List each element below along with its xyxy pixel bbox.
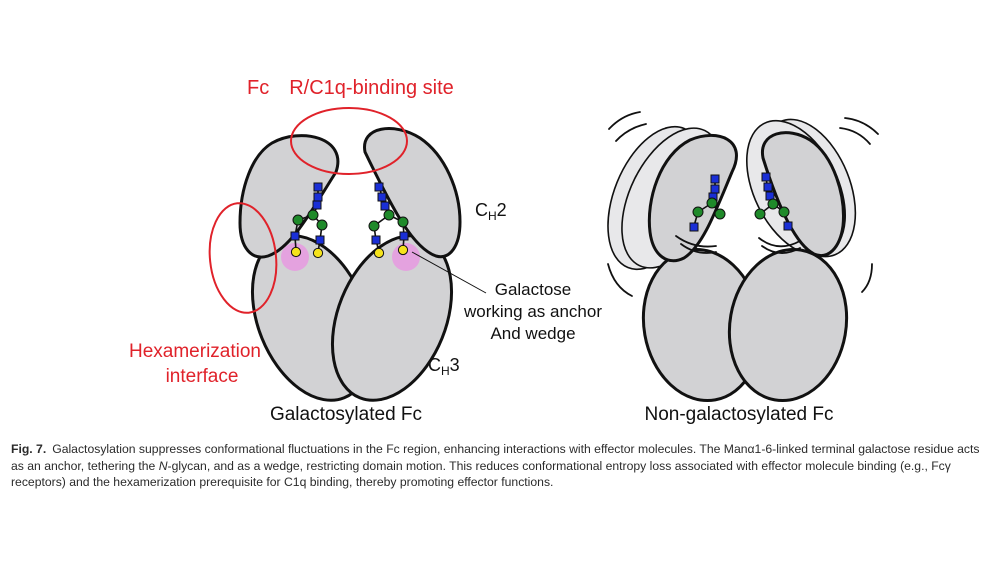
motion-arc xyxy=(761,245,801,254)
hexamerization-ellipse xyxy=(208,202,278,314)
mannose-circle xyxy=(368,220,380,232)
galactose-circle xyxy=(312,247,324,259)
glcnac-square xyxy=(689,222,699,232)
right-panel-ch2-left xyxy=(647,134,738,263)
ch3-label: CH3 xyxy=(428,355,460,378)
motion-arcs xyxy=(607,111,879,297)
right-glycan-residues xyxy=(368,182,409,259)
mannose-circle xyxy=(397,216,409,228)
caption-italic-n: N xyxy=(158,458,168,473)
galactose-label-line2: working as anchor xyxy=(463,302,602,321)
glcnac-square xyxy=(313,192,323,202)
glcnac-square xyxy=(761,172,771,182)
mannose-circle xyxy=(316,219,328,231)
right-panel-title: Non-galactosylated Fc xyxy=(644,404,833,425)
glcnac-square xyxy=(290,231,300,241)
motion-arc xyxy=(680,243,717,254)
galactose-circle xyxy=(373,247,385,259)
right-panel-ch3-right xyxy=(727,247,849,403)
mannose-circle xyxy=(754,208,766,220)
galactose-label-line3: And wedge xyxy=(490,324,575,343)
motion-arc xyxy=(607,263,633,297)
glcnac-square xyxy=(377,192,387,202)
binding-site-label: Fc R/C1q-binding site xyxy=(247,77,454,99)
figure-caption: Fig. 7.Galactosylation suppresses confor… xyxy=(11,441,989,491)
glcnac-square xyxy=(763,182,773,192)
mannose-circle xyxy=(767,198,779,210)
mannose-circle xyxy=(692,206,704,218)
right-panel-ch2-right xyxy=(761,131,845,257)
right-panel-left-glycan-residues xyxy=(689,174,726,232)
caption-text-part2: -glycan, and as a wedge, restricting dom… xyxy=(11,458,951,490)
left-ch2-domain-right xyxy=(363,127,462,259)
galactose-pointer-line xyxy=(411,251,487,294)
motion-arc xyxy=(615,123,647,142)
glcnac-square xyxy=(371,235,381,245)
mannose-base xyxy=(312,200,322,210)
glcnac-square xyxy=(710,184,720,194)
motion-arc xyxy=(839,127,871,145)
motion-arc xyxy=(844,117,879,135)
mannose-circle xyxy=(307,209,319,221)
motion-arc xyxy=(608,111,641,130)
hexamerization-label-line1: Hexamerization xyxy=(129,341,261,362)
right-panel-right-glycan-residues xyxy=(754,172,793,231)
glcnac-square xyxy=(374,182,384,192)
glcnac-square xyxy=(399,231,409,241)
galactose-label-line1: Galactose xyxy=(495,280,572,299)
glcnac-square xyxy=(315,235,325,245)
glcnac-square xyxy=(710,174,720,184)
mannose-circle xyxy=(292,214,304,226)
caption-text-part1: Galactosylation suppresses conformationa… xyxy=(11,442,980,473)
glcnac-square xyxy=(783,221,793,231)
left-glycan-residues xyxy=(290,182,328,259)
mannose-circle xyxy=(383,209,395,221)
galactosylated-fc-panel xyxy=(208,107,487,402)
mannose-circle xyxy=(706,197,718,209)
motion-arc xyxy=(675,235,717,248)
figure-number: Fig. 7. xyxy=(11,442,47,456)
galactose-circle xyxy=(290,246,302,258)
mannose-circle xyxy=(778,206,790,218)
binding-site-ellipse xyxy=(290,107,408,175)
mannose-base xyxy=(380,201,390,211)
left-panel-title: Galactosylated Fc xyxy=(270,404,422,425)
glcnac-square xyxy=(313,182,323,192)
motion-arc xyxy=(758,237,801,248)
mannose-circle xyxy=(714,208,726,220)
motion-arc xyxy=(861,263,873,293)
hexamerization-label-line2: interface xyxy=(166,366,239,387)
non-galactosylated-fc-panel xyxy=(607,111,879,403)
ch2-label: CH2 xyxy=(475,200,507,223)
galactose-circle xyxy=(397,244,409,256)
